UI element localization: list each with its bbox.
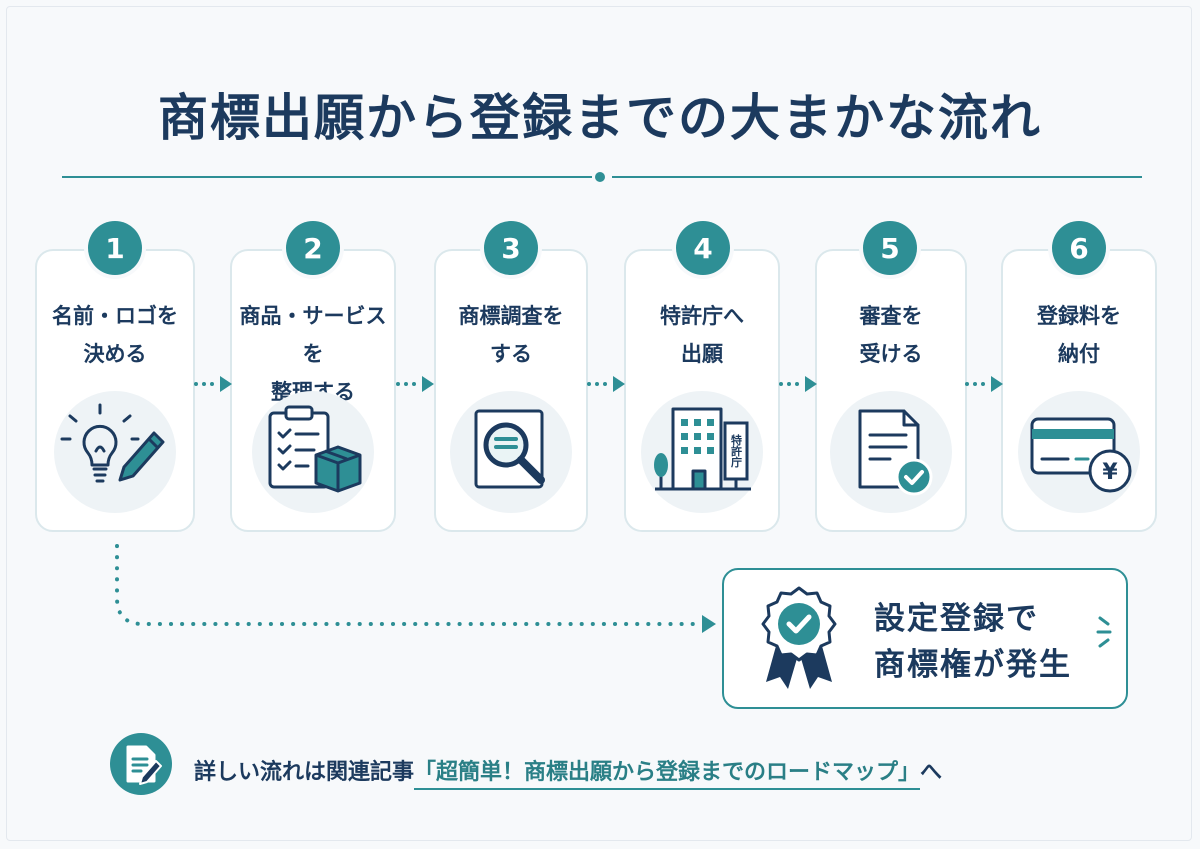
magnifier-document-icon: [474, 409, 545, 489]
step-card-6: 登録料を 納付 ¥: [1001, 249, 1157, 532]
step-number-4: 4: [676, 221, 730, 275]
result-box: 設定登録で 商標権が発生: [722, 568, 1128, 709]
footer-suffix: へ: [920, 760, 943, 785]
step-card-1: 名前・ロゴを 決める: [35, 249, 195, 532]
sparkle-icon: [1096, 616, 1112, 648]
step-card-2: 商品・サービスを 整理する: [230, 249, 396, 532]
step-icon-circle-3: [450, 391, 572, 513]
page-frame: [6, 6, 1192, 841]
step-label-5: 審査を 受ける: [817, 297, 965, 373]
footer-text: 詳しい流れは関連記事「超簡単！商標出願から登録までのロードマップ」へ: [194, 754, 942, 790]
result-line-2: 商標権が発生: [874, 647, 1072, 683]
step-label-3-line2: する: [490, 342, 532, 366]
step-number-2: 2: [286, 221, 340, 275]
step-label-1-line2: 決める: [83, 342, 147, 366]
step-label-2: 商品・サービスを 整理する: [232, 297, 394, 411]
connector-dotted-arrow-icon: [115, 544, 716, 633]
step-card-5: 審査を 受ける: [815, 249, 967, 532]
step-label-6: 登録料を 納付: [1003, 297, 1155, 373]
step-label-6-line1: 登録料を: [1037, 304, 1121, 328]
step-icon-circle-4: 特許庁: [641, 391, 763, 513]
building-sign-text: 特許庁: [730, 433, 744, 468]
yen-symbol: ¥: [1102, 460, 1118, 485]
step-label-4-line1: 特許庁へ: [660, 304, 744, 328]
step-label-3-line1: 商標調査を: [458, 304, 564, 328]
step-icon-circle-6: ¥: [1018, 391, 1140, 513]
result-line-1: 設定登録で: [874, 601, 1039, 637]
title-divider-dot: [595, 172, 605, 182]
document-pen-icon: [126, 745, 162, 785]
arrow-icon-3-4: [587, 376, 625, 392]
step-label-5-line1: 審査を: [859, 304, 923, 328]
step-icon-circle-5: [830, 391, 952, 513]
award-badge-icon: [761, 586, 837, 689]
card-yen-icon: ¥: [1030, 417, 1132, 493]
step-icon-circle-2: [252, 391, 374, 513]
page-title: 商標出願から登録までの大まかな流れ: [158, 89, 1042, 147]
arrow-icon-5-6: [965, 376, 1003, 392]
step-number-1: 1: [88, 221, 142, 275]
step-card-4: 特許庁へ 出願 特許庁: [624, 249, 780, 532]
result-text: 設定登録で 商標権が発生: [874, 596, 1072, 688]
step-label-1: 名前・ロゴを 決める: [37, 297, 193, 373]
step-label-2-line1: 商品・サービスを: [239, 304, 387, 366]
arrow-icon-4-5: [779, 376, 817, 392]
document-check-icon: [858, 409, 933, 496]
step-label-5-line2: 受ける: [859, 342, 923, 366]
step-label-1-line1: 名前・ロゴを: [52, 304, 178, 328]
step-card-3: 商標調査を する: [434, 249, 588, 532]
step-number-5: 5: [863, 221, 917, 275]
footer-prefix: 詳しい流れは関連記事: [194, 760, 415, 785]
step-label-4-line2: 出願: [681, 342, 723, 366]
step-label-4: 特許庁へ 出願: [626, 297, 778, 373]
title-divider-left: [62, 176, 592, 178]
step-number-6: 6: [1052, 221, 1106, 275]
step-number-3: 3: [484, 221, 538, 275]
title-divider-right: [612, 176, 1142, 178]
step-label-3: 商標調査を する: [436, 297, 586, 373]
lightbulb-pencil-icon: [60, 403, 165, 483]
footer-icon-circle: [110, 733, 172, 795]
step-label-6-line2: 納付: [1058, 342, 1100, 366]
related-article-link[interactable]: 「超簡単！商標出願から登録までのロードマップ」: [414, 754, 921, 790]
patent-office-building-icon: 特許庁: [654, 407, 751, 491]
arrow-icon-2-3: [396, 376, 434, 392]
arrow-icon-1-2: [194, 376, 232, 392]
clipboard-box-icon: [268, 405, 362, 493]
step-icon-circle-1: [54, 391, 176, 513]
